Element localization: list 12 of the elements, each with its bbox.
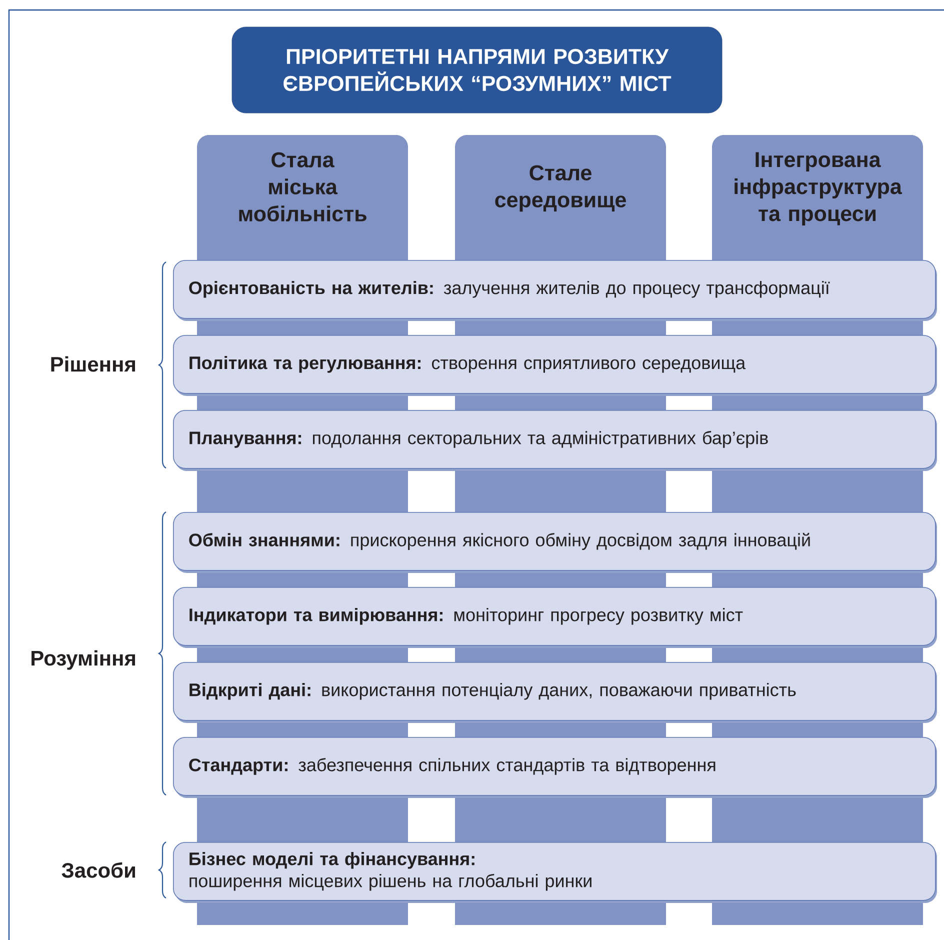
bar: Політика та регулювання: створення сприятливого середовища <box>173 335 938 396</box>
bar: Бізнес моделі та фінансування: поширення місцевих рішень на глобальні ринки <box>173 842 938 904</box>
bar: Планування: подолання секторальних та адміністративних бар’єрів <box>173 410 938 471</box>
bar: Орієнтованість на жителів: залучення жителів до процесу трансформації <box>173 260 938 321</box>
bar: Стандарти: забезпечення спільних стандартів та відтворення <box>173 737 938 798</box>
bar: Індикатори та вимірювання: моніторинг прогресу розвитку міст <box>173 587 938 648</box>
bar: Обмін знаннями: прискорення якісного обміну досвідом задля інновацій <box>173 512 938 573</box>
group-label: Засоби <box>62 862 135 878</box>
bar: Відкриті дані: використання потенціалу даних, поважаючи приватність <box>173 662 938 723</box>
group-label: Рішення <box>51 356 135 372</box>
group-label: Розуміння <box>32 650 136 670</box>
title-box: ПРІОРИТЕТНІ НАПРЯМИ РОЗВИТКУ ЄВРОПЕЙСЬКИХ “РОЗУМНИХ” МІСТ <box>232 26 722 114</box>
